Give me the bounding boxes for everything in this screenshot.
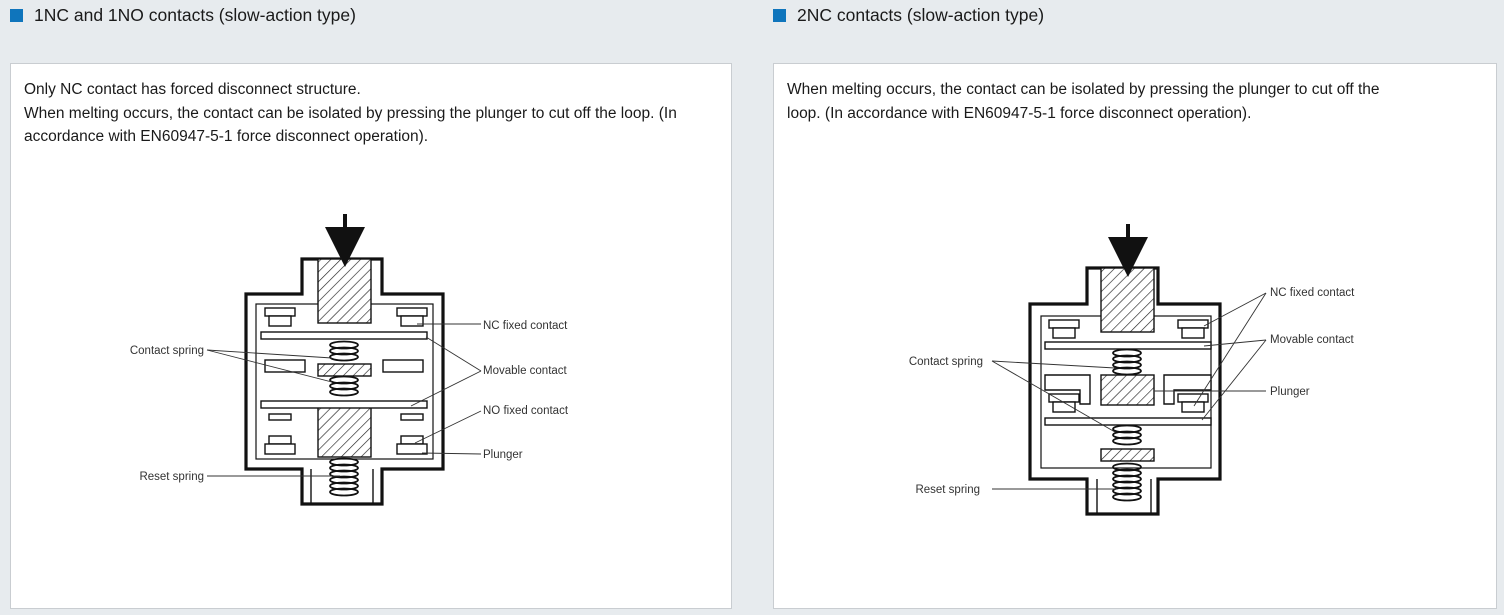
section-title: 2NC contacts (slow-action type) [773, 0, 1497, 30]
square-bullet-icon [773, 8, 786, 22]
description-line: When melting occurs, the contact can be … [787, 81, 1380, 122]
label-nc-fixed-contact: NC fixed contact [1270, 287, 1355, 299]
description-line: When melting occurs, the contact can be … [24, 104, 677, 146]
label-movable-contact: Movable contact [1270, 334, 1355, 346]
contact-spring-coil [1112, 348, 1142, 446]
label-reset-spring: Reset spring [915, 484, 980, 496]
section-title-text: 2NC contacts (slow-action type) [797, 4, 1045, 25]
label-reset-spring: Reset spring [139, 471, 204, 483]
description-line: Only NC contact has forced disconnect st… [24, 81, 361, 98]
contact-spring-coil [329, 340, 359, 397]
description-text: Only NC contact has forced disconnect st… [24, 78, 717, 149]
plunger-upper [317, 258, 372, 324]
description-text: When melting occurs, the contact can be … [787, 78, 1396, 125]
label-plunger: Plunger [483, 449, 523, 461]
switch-diagram-2nc: Contact spring Reset spring NC fixed con… [909, 224, 1355, 516]
reset-spring-coil [1112, 462, 1142, 502]
label-contact-spring: Contact spring [130, 345, 204, 357]
section-title: 1NC and 1NO contacts (slow-action type) [10, 0, 732, 30]
label-no-fixed-contact: NO fixed contact [483, 405, 569, 417]
label-plunger: Plunger [1270, 386, 1310, 398]
square-bullet-icon [10, 8, 23, 22]
description-panel: When melting occurs, the contact can be … [773, 63, 1497, 609]
switch-diagram-1nc-1no: Contact spring Reset spring NC fixed con… [130, 214, 569, 506]
label-nc-fixed-contact: NC fixed contact [483, 320, 568, 332]
label-movable-contact: Movable contact [483, 365, 568, 377]
label-contact-spring: Contact spring [909, 356, 983, 368]
section-2nc: 2NC contacts (slow-action type) When mel… [773, 0, 1497, 609]
description-panel: Only NC contact has forced disconnect st… [10, 63, 732, 609]
section-1nc-1no: 1NC and 1NO contacts (slow-action type) … [10, 0, 732, 609]
reset-spring-coil [329, 457, 359, 497]
section-title-text: 1NC and 1NO contacts (slow-action type) [34, 4, 356, 25]
